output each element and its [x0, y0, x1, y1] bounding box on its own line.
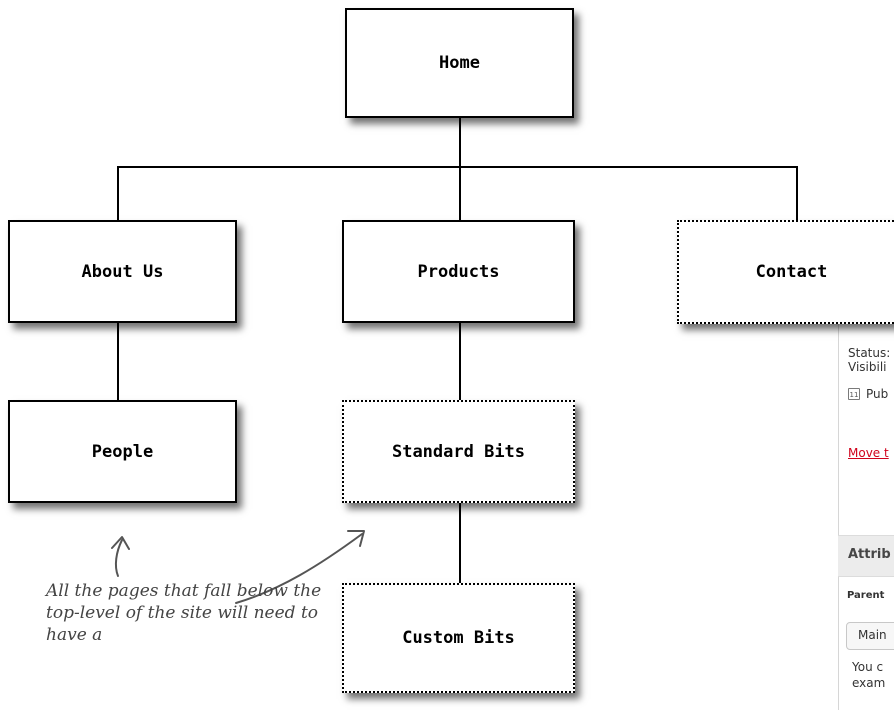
people-page-box: People: [8, 400, 237, 503]
connector-to-products: [459, 166, 461, 221]
connector-home-down: [459, 117, 461, 167]
connector-standard-custom: [459, 502, 461, 584]
parent-select[interactable]: [846, 622, 894, 650]
connector-about-people: [117, 322, 119, 401]
arrow-to-standard-head: [347, 530, 365, 547]
connector-products-standard: [459, 322, 461, 401]
visibility-label: Visibili: [848, 360, 887, 374]
publish-label: Pub: [866, 387, 889, 401]
contact-page-box: Contact: [677, 220, 894, 324]
about-us-page-box: About Us: [8, 220, 237, 323]
attributes-heading: Attrib: [848, 547, 891, 562]
home-page-box: Home: [345, 8, 574, 118]
products-page-box: Products: [342, 220, 575, 323]
move-to-trash-link[interactable]: Move t: [848, 446, 889, 460]
standard-bits-page-box: Standard Bits: [342, 400, 575, 503]
status-label: Status:: [848, 346, 891, 360]
parent-label: Parent: [847, 590, 885, 601]
parent-select-value: Main: [858, 628, 887, 642]
parent-help-text: You c: [852, 660, 884, 674]
annotation-arrows: [111, 530, 365, 604]
arrow-to-people-head: [111, 536, 130, 550]
connector-horizontal: [117, 166, 798, 168]
annotation-text: All the pages that fall below the top-le…: [46, 581, 322, 645]
connector-to-contact: [796, 166, 798, 221]
arrow-to-standard: [235, 533, 363, 604]
connector-to-about: [117, 166, 119, 221]
calendar-icon: 11: [848, 388, 860, 400]
arrow-to-people: [114, 539, 123, 577]
attributes-section-header: [838, 535, 894, 577]
